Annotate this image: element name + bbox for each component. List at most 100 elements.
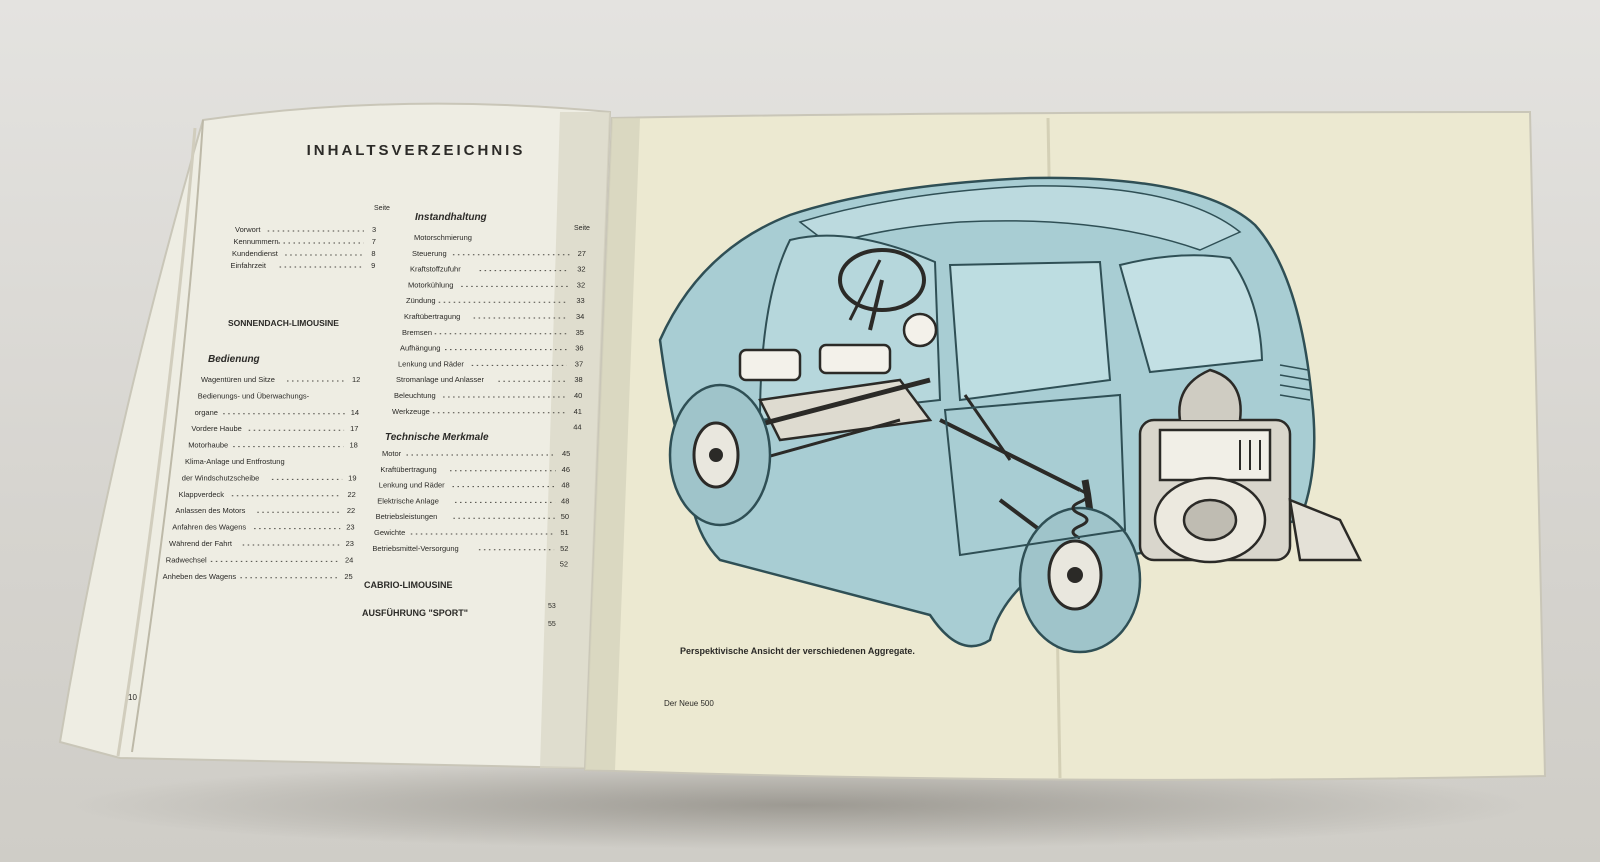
toc-entry-label: Motor xyxy=(382,449,402,458)
toc-entry-label: Beleuchtung xyxy=(394,391,436,400)
steering-wheel xyxy=(838,248,926,312)
car-window xyxy=(1118,254,1264,374)
toc-entry-page: 12 xyxy=(352,375,360,384)
toc-entry-label: Stromanlage und Anlasser xyxy=(396,375,484,384)
toc-entry-label: Betriebsmittel-Versorgung xyxy=(372,544,458,553)
toc-entry-label: organe xyxy=(195,408,218,417)
illustration-caption: Perspektivische Ansicht der verschiedene… xyxy=(680,646,915,656)
toc-entry-label: Radwechsel xyxy=(166,555,207,564)
toc-entry-page: 46 xyxy=(562,465,570,474)
toc-entry-label: Werkzeuge xyxy=(392,407,430,416)
toc-entry-label: Zündung xyxy=(406,296,436,305)
toc-entry-label: Kraftübertragung xyxy=(404,312,460,321)
toc-entry-label: Kundendienst xyxy=(232,249,279,258)
toc-entry-page: 7 xyxy=(372,237,376,246)
toc-entry-page: 44 xyxy=(573,423,581,432)
page-edge xyxy=(116,127,197,757)
toc-entry-label: Anfahren des Wagens xyxy=(172,523,246,532)
section-bedienung: Bedienung xyxy=(208,354,260,365)
toc-entry-page: 38 xyxy=(574,375,582,384)
page-edge xyxy=(131,119,204,753)
toc-entry-label: Wagentüren und Sitze xyxy=(201,375,275,384)
toc-entry-page: 32 xyxy=(577,280,585,289)
toc-entry-label: Betriebsleistungen xyxy=(376,512,438,521)
section-instandhaltung: Instandhaltung xyxy=(415,212,487,223)
toc-entry-page: 50 xyxy=(561,512,569,521)
toc-entry-page: 14 xyxy=(351,408,359,417)
toc-entry-label: Klima-Anlage und Entfrostung xyxy=(185,457,285,466)
toc-entry-page: 9 xyxy=(371,261,375,270)
toc-entry-page: 48 xyxy=(561,481,569,490)
toc-entry-page: 17 xyxy=(350,424,358,433)
toc-cabrio-page: 53 xyxy=(548,603,556,610)
toc-entry-page: 37 xyxy=(575,359,583,368)
toc-entry-page: 41 xyxy=(574,407,582,416)
toc-sport-page: 55 xyxy=(548,621,556,628)
toc-entry-page: 22 xyxy=(347,506,355,515)
toc-entry-page: 27 xyxy=(578,249,586,258)
toc-entry-label: Kraftstoffzufuhr xyxy=(410,265,461,274)
toc-entry-label: Während der Fahrt xyxy=(169,539,233,548)
left-page xyxy=(58,102,612,770)
toc-entry-page: 51 xyxy=(560,528,568,537)
toc-entry-page: 23 xyxy=(346,523,354,532)
toc-entry-label: der Windschutzscheibe xyxy=(182,473,260,482)
toc-entry-label: Anheben des Wagens xyxy=(163,572,237,581)
car-cutaway-illustration xyxy=(658,176,1363,654)
toc-entry-label: Einfahrzeit xyxy=(231,261,267,270)
toc-entry-label: Vorwort xyxy=(235,225,261,234)
toc-entry-label: Bedienungs- und Überwachungs- xyxy=(198,391,310,400)
toc-entry-page: 3 xyxy=(372,225,376,234)
toc-entry-label: Klappverdeck xyxy=(179,490,225,499)
toc-entry-page: 32 xyxy=(577,265,585,274)
toc-entry-label: Motorkühlung xyxy=(408,280,453,289)
toc-entry-label: Kraftübertragung xyxy=(380,465,436,474)
toc-entry-page: 19 xyxy=(348,473,356,482)
section-sonnendach: SONNENDACH-LIMOUSINE xyxy=(228,318,339,328)
toc-cabrio: CABRIO-LIMOUSINE xyxy=(364,580,453,590)
car-window xyxy=(948,260,1112,402)
toc-title: INHALTSVERZEICHNIS xyxy=(307,142,526,159)
toc-entry-label: Elektrische Anlage xyxy=(377,496,439,505)
gutter-shade xyxy=(540,112,610,768)
toc-entry-page: 52 xyxy=(560,544,568,553)
toc-entry-label: Motorhaube xyxy=(188,441,228,450)
toc-entry-label: Bremsen xyxy=(402,328,432,337)
page-number: 10 xyxy=(128,693,137,702)
toc-entry-label: Anlassen des Motors xyxy=(175,506,245,515)
seite-label: Seite xyxy=(574,225,590,232)
engine-block xyxy=(1138,368,1363,564)
toc-entry-page: 33 xyxy=(576,296,584,305)
gutter-shade xyxy=(585,118,640,770)
toc-entry-page: 52 xyxy=(560,560,568,569)
toc-entry-page: 48 xyxy=(561,496,569,505)
toc-entry-page: 18 xyxy=(349,441,357,450)
page-footer: Der Neue 500 xyxy=(664,699,714,708)
toc-entry-label: Steuerung xyxy=(412,249,447,258)
rear-wheel xyxy=(1018,506,1142,654)
toc-entry-label: Kennummern xyxy=(234,237,279,246)
toc-entry-label: Vordere Haube xyxy=(191,424,241,433)
toc-entry-page: 24 xyxy=(345,555,353,564)
toc-entry-page: 34 xyxy=(576,312,584,321)
rear-coil-spring xyxy=(1071,488,1089,540)
engine-louvres xyxy=(1279,364,1311,401)
toc-entry-page: 45 xyxy=(562,449,570,458)
toc-entry-label: Aufhängung xyxy=(400,344,440,353)
toc-entry-page: 40 xyxy=(574,391,582,400)
toc-sport: AUSFÜHRUNG "SPORT" xyxy=(362,608,468,618)
toc-entry-label: Lenkung und Räder xyxy=(398,359,464,368)
toc-entry-page: 22 xyxy=(348,490,356,499)
toc-entry-page: 23 xyxy=(346,539,354,548)
front-wheel xyxy=(668,383,772,527)
toc-entry-label: Motorschmierung xyxy=(414,233,472,242)
toc-entry-page: 8 xyxy=(371,249,375,258)
toc-entry-page: 35 xyxy=(576,328,584,337)
seite-label: Seite xyxy=(374,205,390,212)
car-door xyxy=(943,393,1127,557)
toc-entry-page: 36 xyxy=(575,344,583,353)
